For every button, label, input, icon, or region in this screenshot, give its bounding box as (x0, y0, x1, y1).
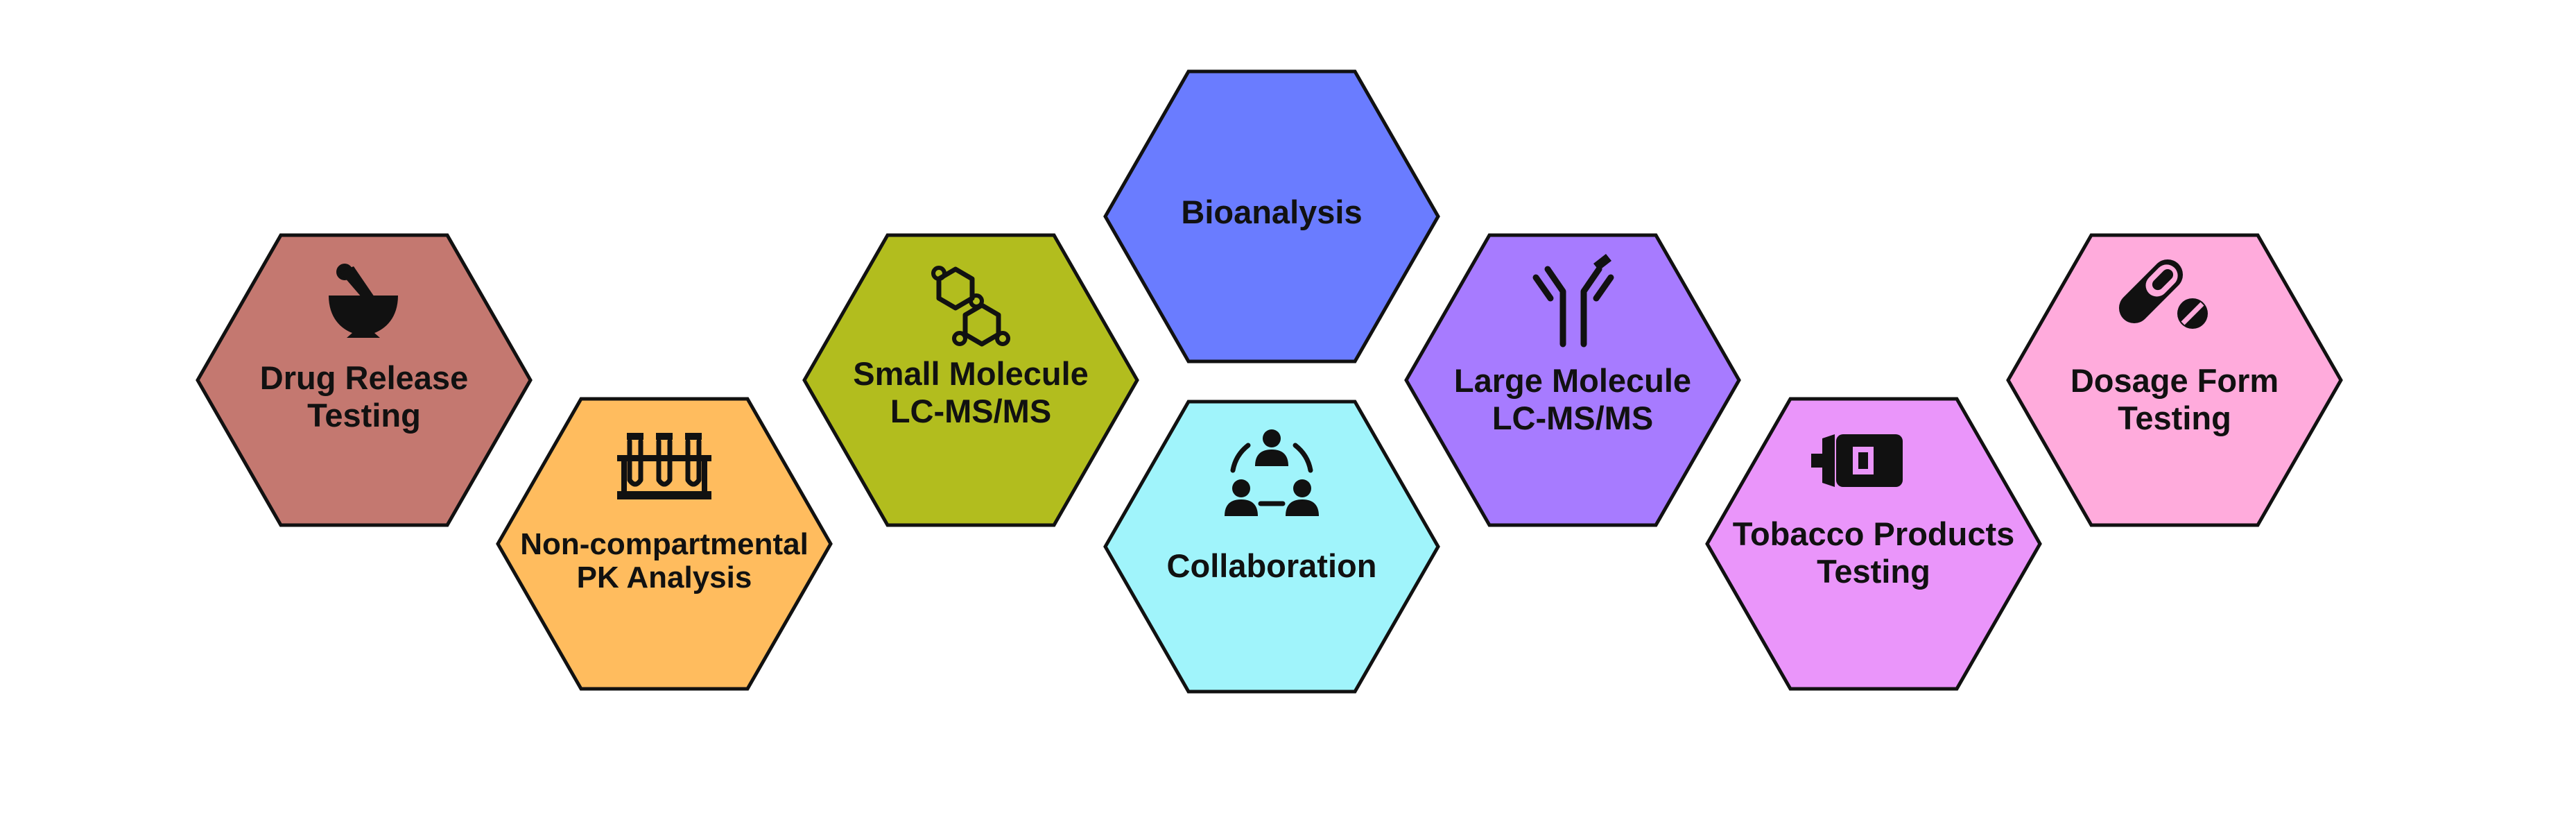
label-tobacco-products-testing: Tobacco Products Testing (1733, 515, 2015, 590)
svg-text:LC-MS/MS: LC-MS/MS (1492, 400, 1653, 436)
hex-tobacco-products-testing (1705, 397, 2042, 691)
molecule-icon (931, 266, 1010, 347)
svg-text:Testing: Testing (307, 397, 421, 434)
pill-capsule-icon (2118, 259, 2208, 329)
hex-small-molecule-lc-ms-ms (802, 233, 1139, 527)
label-dosage-form-testing: Dosage Form Testing (2071, 362, 2279, 436)
label-bioanalysis: Bioanalysis (1181, 194, 1362, 230)
svg-text:Non-compartmental: Non-compartmental (520, 527, 809, 561)
label-non-compartmental-pk-analysis: Non-compartmental PK Analysis (520, 527, 809, 594)
svg-text:Testing: Testing (1817, 553, 1930, 590)
antibody-icon (1532, 254, 1614, 348)
svg-text:Tobacco Products: Tobacco Products (1733, 515, 2015, 552)
svg-text:Collaboration: Collaboration (1167, 547, 1377, 584)
hex-bioanalysis (1103, 69, 1440, 363)
svg-text:Bioanalysis: Bioanalysis (1181, 194, 1362, 230)
hex-dosage-form-testing (2006, 233, 2343, 527)
svg-text:Small Molecule: Small Molecule (853, 355, 1089, 392)
hex-large-molecule-lc-ms-ms (1404, 233, 1741, 527)
svg-text:LC-MS/MS: LC-MS/MS (890, 393, 1051, 429)
svg-text:Drug Release: Drug Release (260, 359, 468, 396)
label-drug-release-testing: Drug Release Testing (260, 359, 468, 434)
svg-text:Dosage Form: Dosage Form (2071, 362, 2279, 399)
svg-text:Large Molecule: Large Molecule (1454, 362, 1691, 399)
label-small-molecule-lc-ms-ms: Small Molecule LC-MS/MS (853, 355, 1089, 429)
svg-text:PK Analysis: PK Analysis (577, 560, 752, 594)
vape-device-icon (1811, 434, 1903, 487)
hex-collaboration (1103, 400, 1440, 694)
test-tubes-icon (617, 433, 711, 499)
hex-non-compartmental-pk-analysis (496, 397, 833, 691)
hex-drug-release-testing (196, 233, 533, 527)
label-collaboration: Collaboration (1167, 547, 1377, 584)
mortar-pestle-icon (329, 264, 398, 338)
people-network-icon (1225, 429, 1319, 516)
svg-text:Testing: Testing (2118, 400, 2231, 436)
label-large-molecule-lc-ms-ms: Large Molecule LC-MS/MS (1454, 362, 1691, 436)
